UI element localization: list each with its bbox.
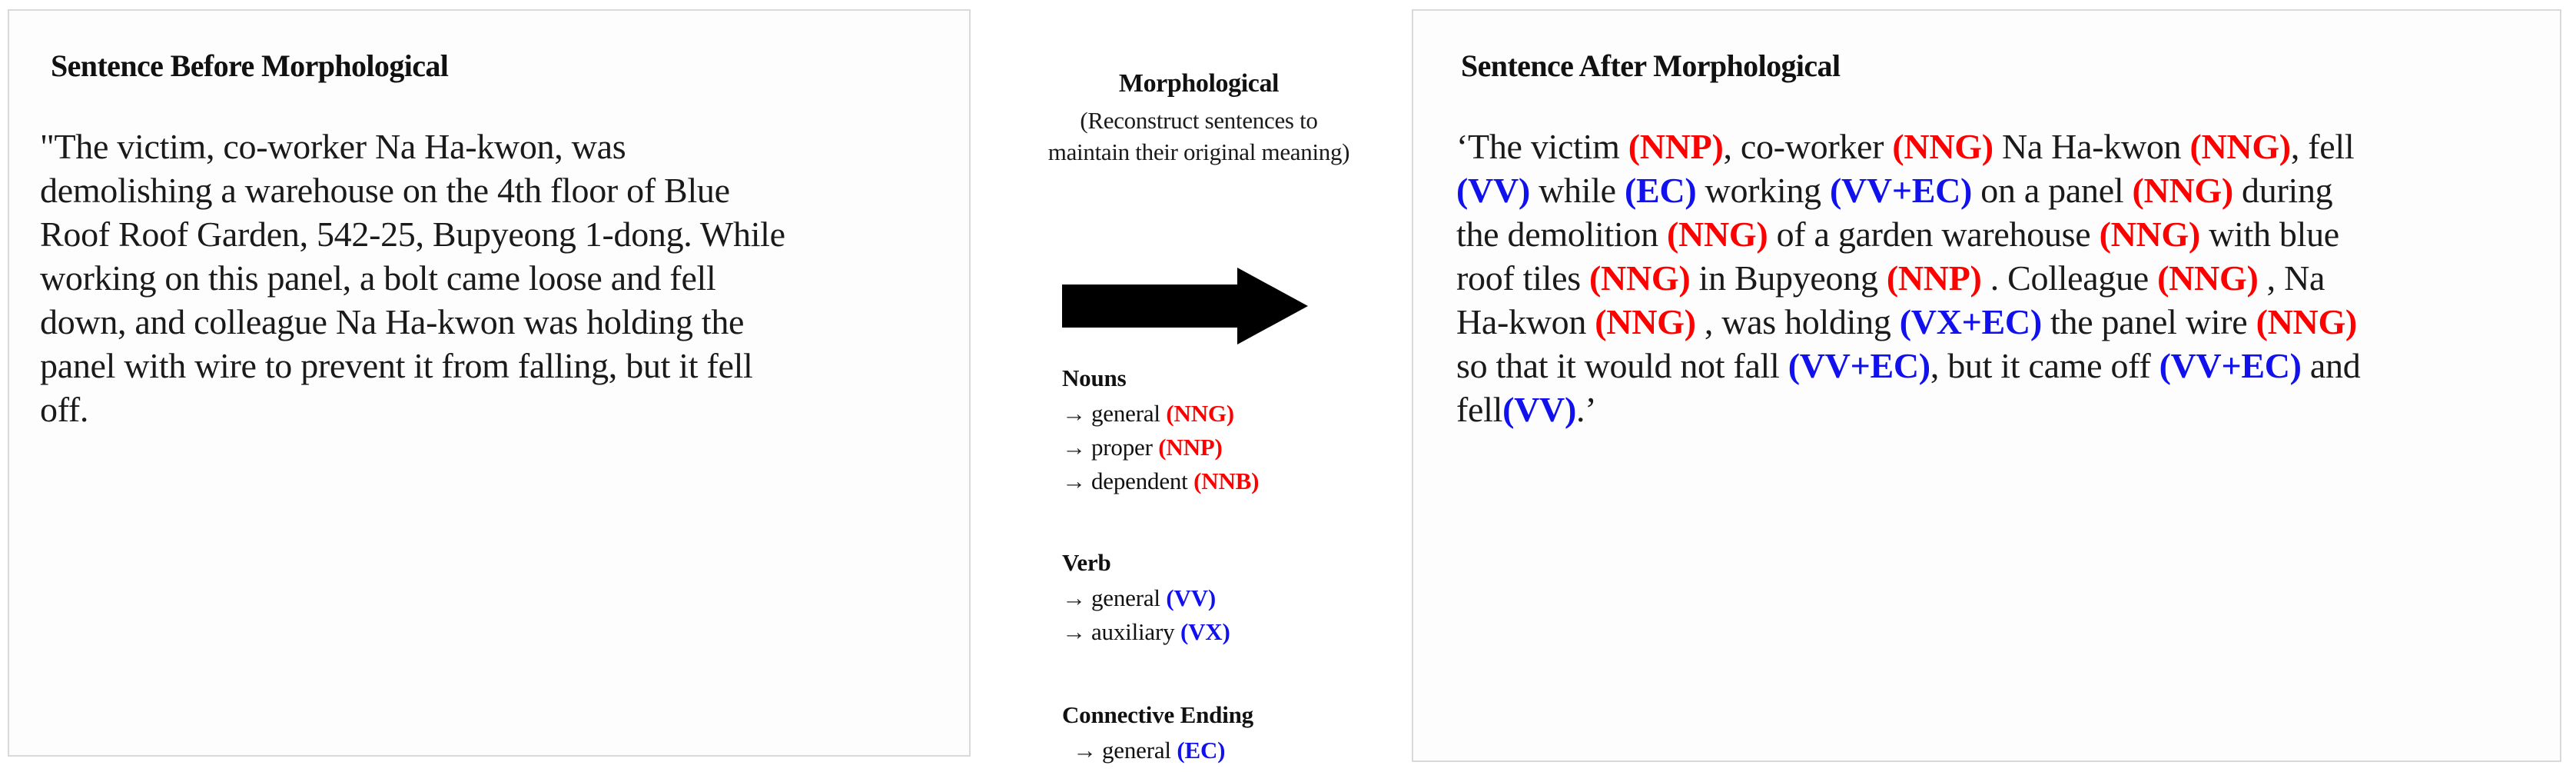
- panel-after-heading: Sentence After Morphological: [1461, 48, 1841, 83]
- transformation-title: Morphological: [1118, 69, 1280, 98]
- transformation-column: Morphological (Reconstruct sentences to …: [991, 9, 1406, 764]
- sentence-before-panel: Sentence Before Morphological "The victi…: [8, 9, 971, 757]
- sentence-after-line: (VV) while (EC) working (VV+EC) on a pan…: [1456, 168, 2532, 212]
- sentence-text-segment: with blue: [2199, 215, 2339, 254]
- legend-group-verb: Verb →general (VV) →auxiliary (VX): [1062, 549, 1400, 649]
- sentence-text-segment: roof tiles: [1456, 258, 1589, 298]
- sentence-text-segment: so that it would not fall: [1456, 346, 1788, 385]
- legend-label-general: general: [1091, 584, 1160, 611]
- sentence-text-segment: in Bupyeong: [1690, 258, 1887, 298]
- pos-tag-verb: (VX+EC): [1899, 302, 2042, 341]
- legend-label-general: general: [1102, 737, 1171, 764]
- pos-tag-verb: (VV+EC): [2159, 346, 2302, 385]
- arrow-glyph-icon: →: [1062, 400, 1086, 427]
- pos-tag-noun: (NNG): [2157, 258, 2259, 298]
- legend-title-verb: Verb: [1062, 549, 1111, 576]
- sentence-after-line: Ha-kwon (NNG) , was holding (VX+EC) the …: [1456, 300, 2532, 344]
- arrow-glyph-icon: →: [1073, 737, 1097, 764]
- pos-tag-noun: (NNG): [1667, 215, 1768, 254]
- sentence-before-line: off.: [40, 390, 89, 429]
- pos-tag-verb: (VV+EC): [1788, 346, 1930, 385]
- sentence-before-line: down, and colleague Na Ha-kwon was holdi…: [40, 302, 745, 341]
- sentence-text-segment: , but it came off: [1930, 346, 2159, 385]
- sentence-after-text: ‘The victim (NNP), co-worker (NNG) Na Ha…: [1456, 125, 2532, 431]
- legend-item-nnp: →proper (NNP): [1062, 431, 1400, 464]
- sentence-after-line: ‘The victim (NNP), co-worker (NNG) Na Ha…: [1456, 125, 2532, 168]
- legend-item-nnb: →dependent (NNB): [1062, 464, 1400, 498]
- legend-title-nouns: Nouns: [1062, 364, 1127, 391]
- legend-tag-nnp: (NNP): [1158, 434, 1223, 461]
- legend-tag-nng: (NNG): [1166, 400, 1234, 427]
- arrow-glyph-icon: →: [1062, 468, 1086, 494]
- right-arrow-icon: [1062, 268, 1308, 344]
- sentence-text-segment: ‘The victim: [1456, 127, 1628, 166]
- pos-tag-noun: (NNG): [2099, 215, 2201, 254]
- pos-tag-noun: (NNG): [1595, 302, 1696, 341]
- pos-tag-verb: (EC): [1625, 171, 1697, 210]
- sentence-text-segment: and: [2301, 346, 2361, 385]
- legend-label-general: general: [1091, 400, 1160, 427]
- sentence-text-segment: while: [1529, 171, 1625, 210]
- legend-item-vx: →auxiliary (VX): [1062, 615, 1400, 649]
- legend-item-ec: →general (EC): [1062, 734, 1400, 767]
- sentence-after-line: roof tiles (NNG) in Bupyeong (NNP) . Col…: [1456, 256, 2532, 300]
- sentence-before-line: "The victim, co-worker Na Ha-kwon, was: [40, 127, 626, 166]
- sentence-after-line: so that it would not fall (VV+EC), but i…: [1456, 344, 2532, 388]
- legend-group-nouns: Nouns →general (NNG) →proper (NNP) →depe…: [1062, 364, 1400, 498]
- sentence-text-segment: , fell: [2290, 127, 2355, 166]
- arrow-glyph-icon: →: [1062, 434, 1086, 461]
- panel-before-heading: Sentence Before Morphological: [51, 48, 449, 83]
- sentence-text-segment: , was holding: [1695, 302, 1900, 341]
- sentence-after-line: fell(VV).’: [1456, 388, 2532, 431]
- arrow-glyph-icon: →: [1062, 618, 1086, 645]
- sentence-before-line: panel with wire to prevent it from falli…: [40, 346, 753, 385]
- pos-tag-noun: (NNG): [2132, 171, 2234, 210]
- sentence-after-line: the demolition (NNG) of a garden warehou…: [1456, 212, 2532, 256]
- legend-item-vv: →general (VV): [1062, 581, 1400, 615]
- pos-tag-noun: (NNG): [2189, 127, 2291, 166]
- legend-tag-vx: (VX): [1180, 618, 1230, 645]
- pos-tag-verb: (VV+EC): [1829, 171, 1973, 210]
- sentence-text-segment: fell: [1456, 390, 1503, 429]
- sentence-text-segment: on a panel: [1972, 171, 2133, 210]
- legend-label-dependent: dependent: [1091, 468, 1188, 494]
- legend-group-connective-ending: Connective Ending →general (EC): [1062, 701, 1400, 767]
- sentence-text-segment: , Na: [2258, 258, 2325, 298]
- legend-tag-ec: (EC): [1177, 737, 1226, 764]
- sentence-text-segment: the panel wire: [2041, 302, 2256, 341]
- pos-tag-noun: (NNP): [1628, 127, 1724, 166]
- pos-tag-noun: (NNG): [1589, 258, 1691, 298]
- sentence-text-segment: during: [2232, 171, 2333, 210]
- sentence-text-segment: working: [1696, 171, 1830, 210]
- sentence-before-line: Roof Roof Garden, 542-25, Bupyeong 1-don…: [40, 215, 785, 254]
- sentence-text-segment: . Colleague: [1981, 258, 2158, 298]
- legend-item-nng: →general (NNG): [1062, 397, 1400, 431]
- sentence-text-segment: the demolition: [1456, 215, 1668, 254]
- sentence-text-segment: Na Ha-kwon: [1993, 127, 2190, 166]
- sentence-text-segment: Ha-kwon: [1456, 302, 1595, 341]
- sentence-after-panel: Sentence After Morphological ‘The victim…: [1412, 9, 2561, 762]
- pos-tag-verb: (VV): [1502, 390, 1576, 429]
- pos-tag-noun: (NNG): [2256, 302, 2358, 341]
- arrow-glyph-icon: →: [1062, 584, 1086, 611]
- sentence-text-segment: , co-worker: [1723, 127, 1893, 166]
- legend-tag-nnb: (NNB): [1193, 468, 1260, 494]
- sentence-text-segment: of a garden warehouse: [1768, 215, 2100, 254]
- sentence-text-segment: .’: [1576, 390, 1597, 429]
- pos-tag-noun: (NNG): [1892, 127, 1993, 166]
- sentence-before-line: demolishing a warehouse on the 4th floor…: [40, 171, 730, 210]
- legend-label-proper: proper: [1091, 434, 1153, 461]
- legend-title-connective-ending: Connective Ending: [1062, 701, 1253, 728]
- sentence-before-line: working on this panel, a bolt came loose…: [40, 258, 716, 298]
- pos-tag-noun: (NNP): [1886, 258, 1982, 298]
- legend-label-auxiliary: auxiliary: [1091, 618, 1175, 645]
- transformation-subtitle: (Reconstruct sentences to maintain their…: [1047, 107, 1350, 165]
- sentence-before-text: "The victim, co-worker Na Ha-kwon, was de…: [40, 125, 939, 431]
- legend-tag-vv: (VV): [1166, 584, 1217, 611]
- pos-tag-verb: (VV): [1456, 171, 1530, 210]
